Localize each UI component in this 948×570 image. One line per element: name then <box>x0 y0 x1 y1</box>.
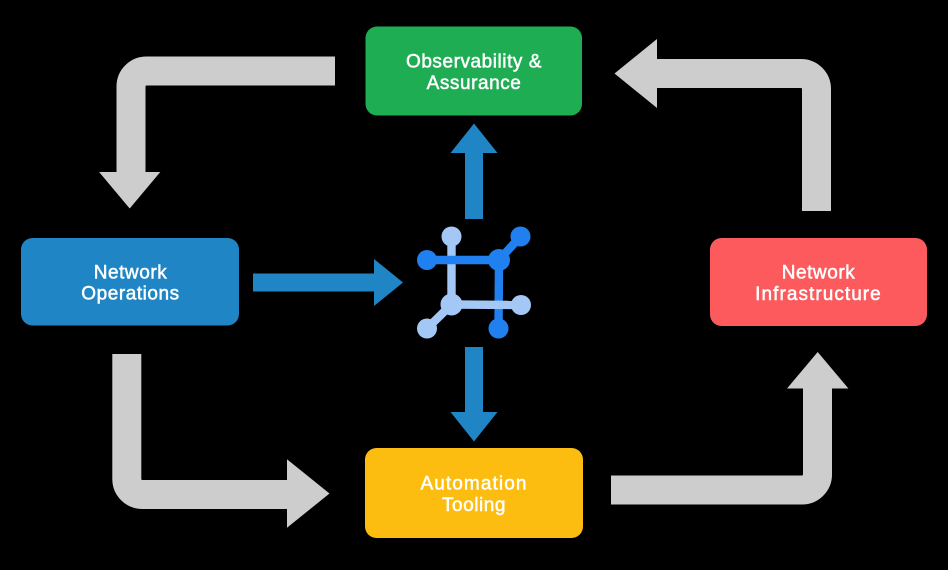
svg-text:Network: Network <box>782 263 856 284</box>
svg-text:Assurance: Assurance <box>427 73 522 94</box>
svg-text:Infrastructure: Infrastructure <box>755 284 882 305</box>
svg-text:Operations: Operations <box>81 284 179 305</box>
svg-text:Automation: Automation <box>420 474 527 495</box>
svg-text:Observability &: Observability & <box>406 52 542 73</box>
svg-text:Tooling: Tooling <box>442 495 506 516</box>
svg-text:Network: Network <box>94 263 168 284</box>
